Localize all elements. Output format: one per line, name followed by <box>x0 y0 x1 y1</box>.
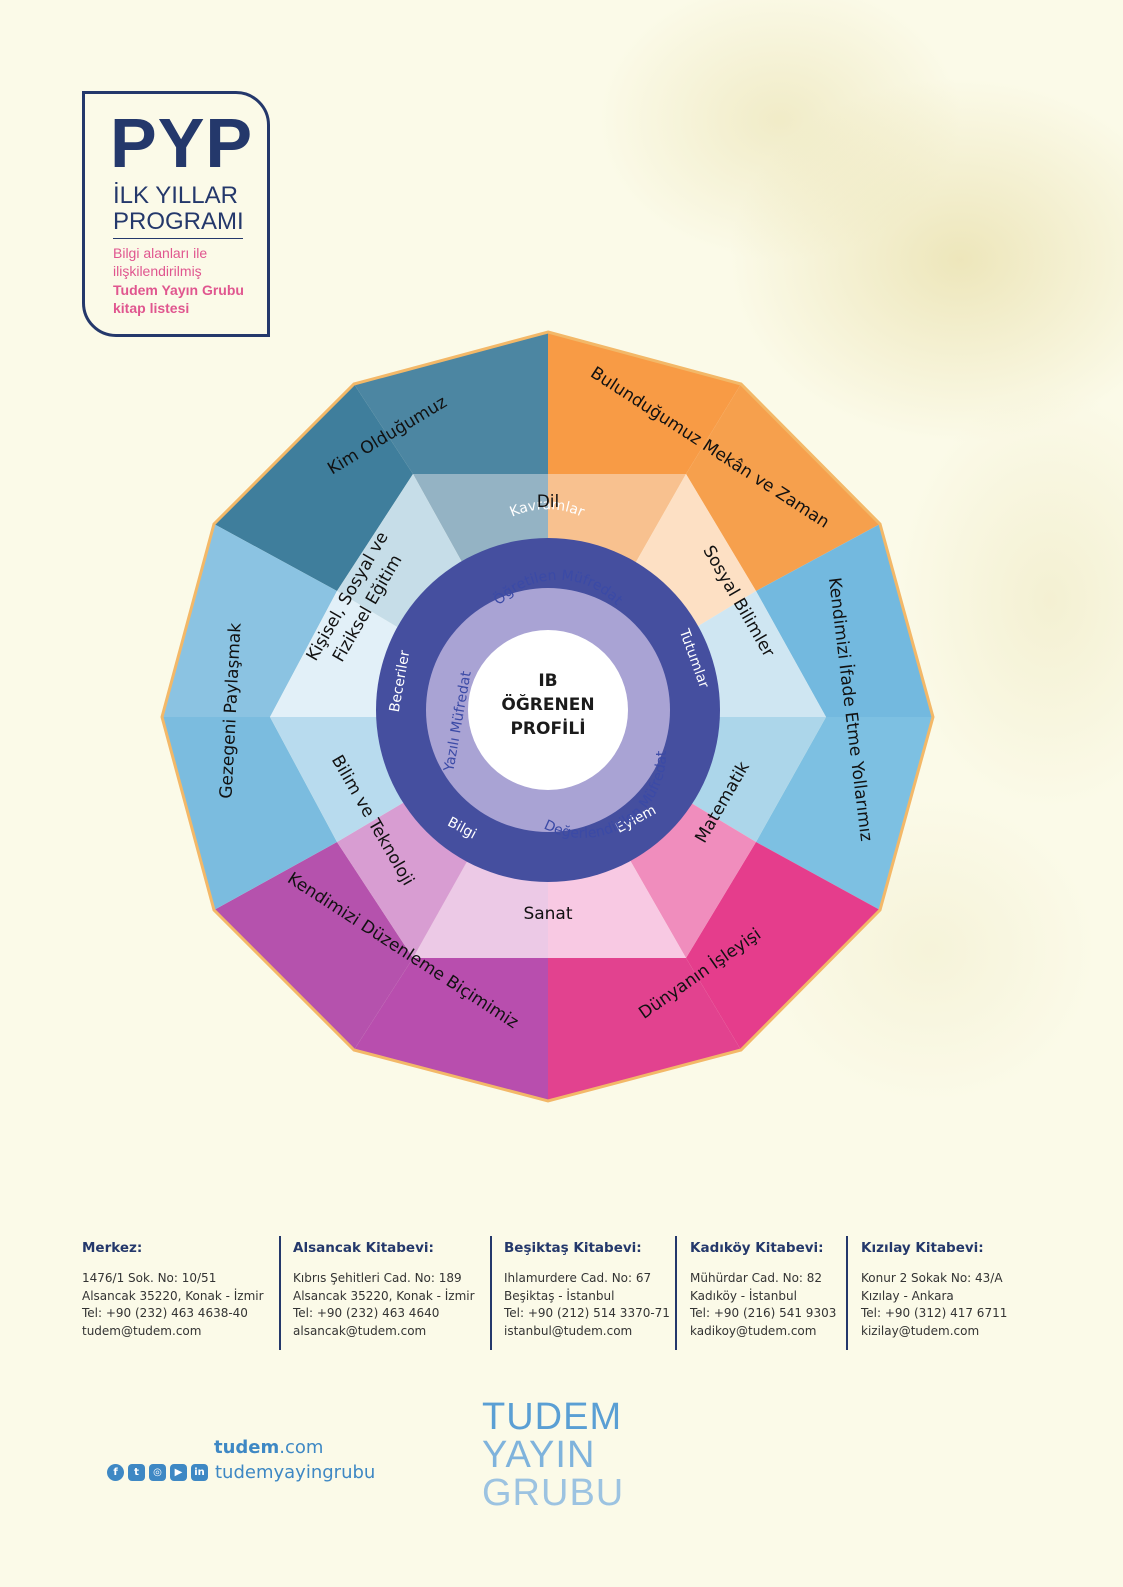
branch-email[interactable]: alsancak@tudem.com <box>293 1323 427 1338</box>
branch-phone: Tel: +90 (312) 417 6711 <box>861 1306 1008 1320</box>
outer-sector-bottom-left-a <box>354 958 548 1101</box>
branch-kadikoy: Kadıköy Kitabevi: Mühürdar Cad. No: 82 K… <box>690 1240 836 1340</box>
outer-sector-bottom-right-b <box>548 958 741 1101</box>
branch-email[interactable]: kadikoy@tudem.com <box>690 1323 817 1338</box>
website-name: tudem <box>214 1437 280 1458</box>
instagram-icon[interactable]: ◎ <box>149 1463 166 1481</box>
outer-sector-right-b <box>756 717 933 910</box>
branch-merkez: Merkez: 1476/1 Sok. No: 10/51 Alsancak 3… <box>82 1240 264 1340</box>
social-handle[interactable]: tudemyayingrubu <box>215 1461 376 1483</box>
branch-name: Kadıköy Kitabevi: <box>690 1240 824 1256</box>
branch-divider <box>490 1236 492 1350</box>
center-label-line1: IB <box>538 671 557 691</box>
branch-divider <box>279 1236 281 1350</box>
pyp-description-line1: Bilgi alanları ile <box>113 245 208 261</box>
pyp-subtitle-line1: İLK YILLAR <box>113 182 238 209</box>
branch-phone: Tel: +90 (232) 463 4640 <box>293 1306 440 1320</box>
outer-sector-top-left-b <box>214 384 413 591</box>
branch-address-line1: Kıbrıs Şehitleri Cad. No: 189 <box>293 1271 462 1285</box>
branch-name: Beşiktaş Kitabevi: <box>504 1240 642 1256</box>
branch-phone: Tel: +90 (212) 514 3370-71 <box>504 1306 670 1320</box>
branch-phone: Tel: +90 (232) 463 4638-40 <box>82 1306 248 1320</box>
pyp-divider <box>113 238 243 239</box>
branch-address-line2: Beşiktaş - İstanbul <box>504 1288 615 1303</box>
branch-besiktas: Beşiktaş Kitabevi: Ihlamurdere Cad. No: … <box>504 1240 670 1340</box>
center-label-line2: ÖĞRENEN <box>501 693 594 715</box>
subject-label-dil: Dil <box>537 492 560 512</box>
branch-address-line2: Alsancak 35220, Konak - İzmir <box>82 1288 264 1303</box>
website-link[interactable]: tudem.com <box>214 1437 323 1458</box>
outer-sector-right-a <box>756 524 933 717</box>
outer-sector-bottom-left-b <box>214 842 413 1050</box>
youtube-icon[interactable]: ▶ <box>170 1463 187 1481</box>
outer-sector-top-right-b <box>686 384 880 591</box>
logo-line3: GRUBU <box>482 1472 625 1514</box>
branch-phone: Tel: +90 (216) 541 9303 <box>690 1306 837 1320</box>
linkedin-icon[interactable]: in <box>191 1463 208 1481</box>
outer-dodecagon-border <box>160 330 935 1103</box>
branch-name: Merkez: <box>82 1240 143 1256</box>
branch-address-line1: 1476/1 Sok. No: 10/51 <box>82 1271 217 1285</box>
center-label-line3: PROFİLİ <box>510 717 585 739</box>
outer-sector-bottom-right-a <box>686 842 880 1050</box>
branch-divider <box>846 1236 848 1350</box>
outer-sector-top-left-a <box>354 332 548 474</box>
outer-sector-left-a <box>162 717 337 910</box>
outer-sector-top-right-a <box>548 332 741 474</box>
facebook-icon[interactable]: f <box>107 1463 124 1481</box>
branch-address-line1: Ihlamurdere Cad. No: 67 <box>504 1271 652 1285</box>
branch-alsancak: Alsancak Kitabevi: Kıbrıs Şehitleri Cad.… <box>293 1240 475 1340</box>
pyp-highlight-line1: Tudem Yayın Grubu <box>113 282 244 298</box>
social-links: f t ◎ ▶ in tudemyayingrubu <box>107 1461 376 1483</box>
logo-line1: TUDEM <box>482 1396 623 1438</box>
pyp-highlight-line2: kitap listesi <box>113 300 190 316</box>
branch-address-line2: Kızılay - Ankara <box>861 1288 954 1303</box>
pyp-header-box <box>82 91 270 337</box>
branch-name: Alsancak Kitabevi: <box>293 1240 434 1256</box>
branch-email[interactable]: tudem@tudem.com <box>82 1323 202 1338</box>
branch-kizilay: Kızılay Kitabevi: Konur 2 Sokak No: 43/A… <box>861 1240 1007 1340</box>
pyp-title: PYP <box>110 104 254 182</box>
branch-divider <box>675 1236 677 1350</box>
branch-address-line2: Kadıköy - İstanbul <box>690 1288 797 1303</box>
branch-address-line2: Alsancak 35220, Konak - İzmir <box>293 1288 475 1303</box>
branch-name: Kızılay Kitabevi: <box>861 1240 984 1256</box>
ring-label-kavramlar: Kavramlar <box>508 497 587 520</box>
subject-label-sanat: Sanat <box>523 904 572 924</box>
pyp-subtitle-line2: PROGRAMI <box>113 208 244 235</box>
branch-email[interactable]: kizilay@tudem.com <box>861 1323 980 1338</box>
outer-sector-left-b <box>162 524 337 717</box>
logo-line2: YAYIN <box>482 1434 596 1476</box>
branch-address-line1: Mühürdar Cad. No: 82 <box>690 1271 823 1285</box>
center-circle <box>468 630 628 790</box>
branch-email[interactable]: istanbul@tudem.com <box>504 1323 633 1338</box>
website-domain: .com <box>279 1437 324 1458</box>
branch-address-line1: Konur 2 Sokak No: 43/A <box>861 1271 1003 1285</box>
twitter-icon[interactable]: t <box>128 1463 145 1481</box>
pyp-description-line2: ilişkilendirilmiş <box>113 263 202 279</box>
